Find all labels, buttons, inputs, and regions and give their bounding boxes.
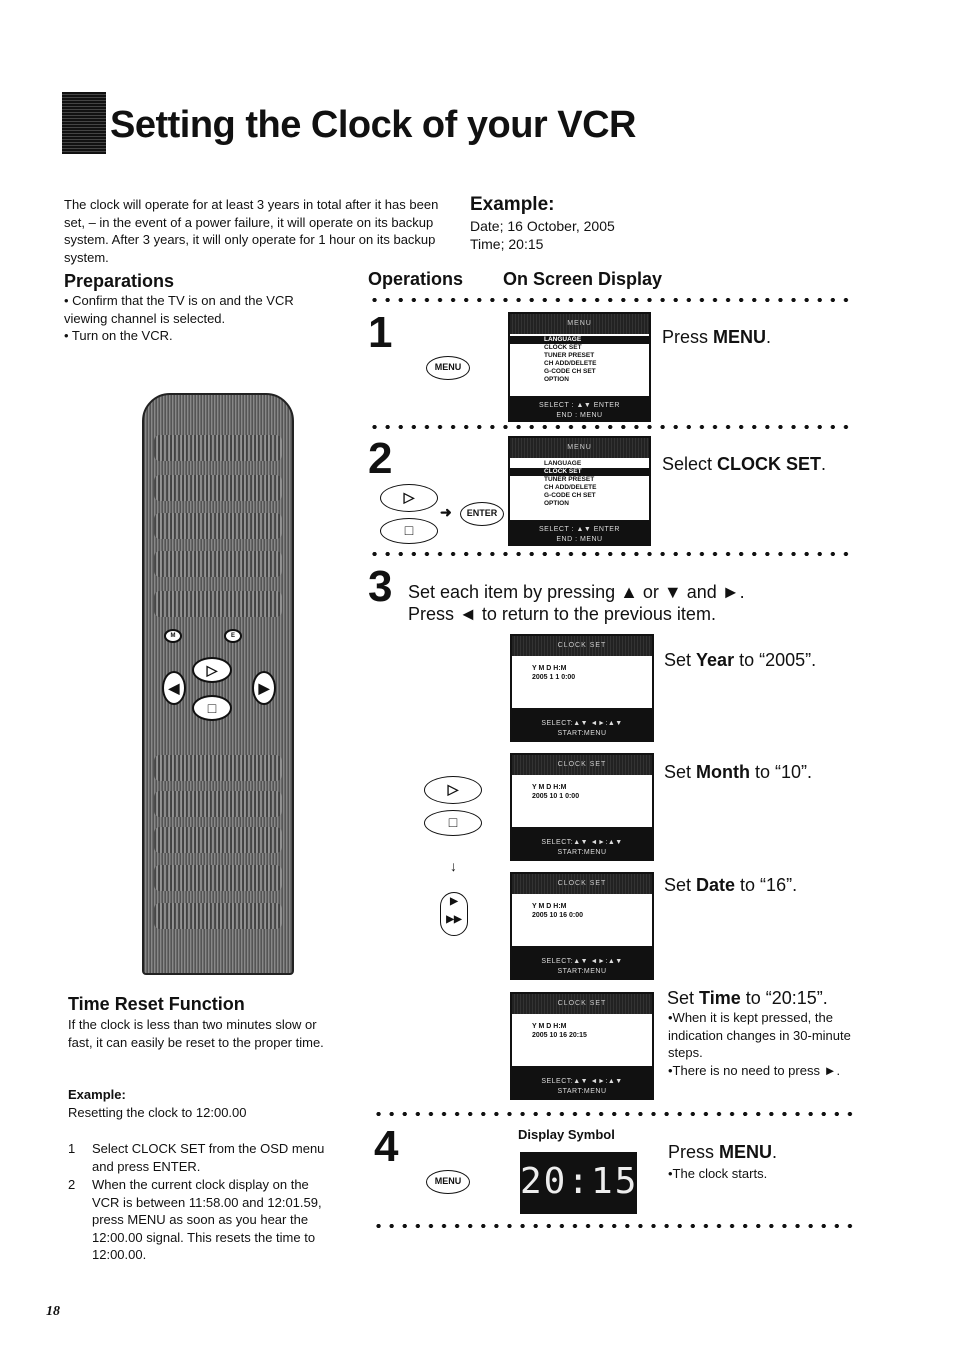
menu-button-icon: MENU xyxy=(426,1170,470,1194)
step4-note: •The clock starts. xyxy=(668,1166,768,1181)
left-arrow-icon: ◀ xyxy=(162,671,186,705)
menu-button-icon: MENU xyxy=(426,356,470,380)
title-bar-decoration xyxy=(62,92,106,154)
example-time: Time; 20:15 xyxy=(470,236,544,252)
reset-item-number: 1 xyxy=(68,1141,76,1156)
page-title: Setting the Clock of your VCR xyxy=(110,104,636,146)
set-year-instruction: Set Year to “2005”. xyxy=(664,650,817,670)
reset-item-number: 2 xyxy=(68,1177,76,1192)
display-symbol-label: Display Symbol xyxy=(518,1127,615,1142)
divider xyxy=(372,1111,860,1117)
divider xyxy=(372,1223,860,1229)
divider xyxy=(368,297,856,303)
osd-clock-screen-time: CLOCK SET Y M D H:M 2005 10 16 20:15 SEL… xyxy=(510,992,654,1100)
step4-instruction: Press MENU. xyxy=(668,1142,778,1162)
menu-button-icon: M xyxy=(164,629,182,643)
remote-control-image: M E ▷ □ ◀ ▶ xyxy=(142,393,294,975)
osd-clock-screen-date: CLOCK SET Y M D H:M 2005 10 16 0:00 SELE… xyxy=(510,872,654,980)
step-number: 3 xyxy=(368,562,393,611)
osd-menu-screen: MENU LANGUAGE CLOCK SET TUNER PRESET CH … xyxy=(508,436,651,546)
enter-button-icon: ENTER xyxy=(460,502,504,526)
down-arrow-icon: □ xyxy=(192,695,232,721)
set-date-instruction: Set Date to “16”. xyxy=(664,875,798,895)
down-arrow-button-icon: □ xyxy=(424,810,482,836)
up-arrow-icon: ▷ xyxy=(192,657,232,683)
arrow-down-icon: ↓ xyxy=(450,858,457,874)
reset-example-heading: Example: xyxy=(68,1087,126,1102)
example-heading: Example: xyxy=(470,194,555,215)
divider xyxy=(368,424,856,430)
time-note: •When it is kept pressed, the indication… xyxy=(668,1010,851,1060)
down-arrow-button-icon: □ xyxy=(380,518,438,544)
divider xyxy=(368,551,856,557)
time-note: •There is no need to press ►. xyxy=(668,1063,841,1078)
reset-item-text: Select CLOCK SET from the OSD menu and p… xyxy=(92,1141,325,1174)
intro-text: The clock will operate for at least 3 ye… xyxy=(64,197,439,265)
enter-button-icon: E xyxy=(224,629,242,643)
right-arrow-icon: ▶ xyxy=(252,671,276,705)
step3-instruction-line2: Press ◄ to return to the previous item. xyxy=(408,604,716,624)
reset-text: If the clock is less than two minutes sl… xyxy=(68,1017,324,1050)
reset-heading: Time Reset Function xyxy=(68,994,245,1014)
set-time-instruction: Set Time to “20:15”. xyxy=(667,988,828,1008)
preparations-item: • Turn on the VCR. xyxy=(64,328,173,343)
osd-clock-screen-year: CLOCK SET Y M D H:M 2005 1 1 0:00 SELECT… xyxy=(510,634,654,742)
osd-clock-screen-month: CLOCK SET Y M D H:M 2005 10 1 0:00 SELEC… xyxy=(510,753,654,861)
reset-item-text: When the current clock display on the VC… xyxy=(92,1177,322,1262)
right-arrow-button-icon: ▶▶▶ xyxy=(440,892,468,936)
reset-example-text: Resetting the clock to 12:00.00 xyxy=(68,1105,247,1120)
arrow-right-icon: ➜ xyxy=(440,504,452,520)
osd-heading: On Screen Display xyxy=(503,269,663,289)
step-number: 1 xyxy=(368,308,393,357)
operations-heading: Operations xyxy=(368,269,464,289)
step3-instruction-line1: Set each item by pressing ▲ or ▼ and ►. xyxy=(408,582,745,602)
up-arrow-button-icon: ▷ xyxy=(380,484,438,512)
preparations-heading: Preparations xyxy=(64,271,175,291)
step-number: 4 xyxy=(374,1122,399,1171)
set-month-instruction: Set Month to “10”. xyxy=(664,762,813,782)
step1-instruction: Press MENU. xyxy=(662,327,772,347)
step2-instruction: Select CLOCK SET. xyxy=(662,454,827,474)
osd-menu-screen: MENU LANGUAGE CLOCK SET TUNER PRESET CH … xyxy=(508,312,651,422)
page-number: 18 xyxy=(46,1304,60,1319)
preparations-item: • Confirm that the TV is on and the VCR … xyxy=(64,293,294,326)
step-number: 2 xyxy=(368,434,393,483)
example-date: Date; 16 October, 2005 xyxy=(470,218,615,234)
lcd-display: 20:15 xyxy=(520,1152,637,1214)
up-arrow-button-icon: ▷ xyxy=(424,776,482,804)
